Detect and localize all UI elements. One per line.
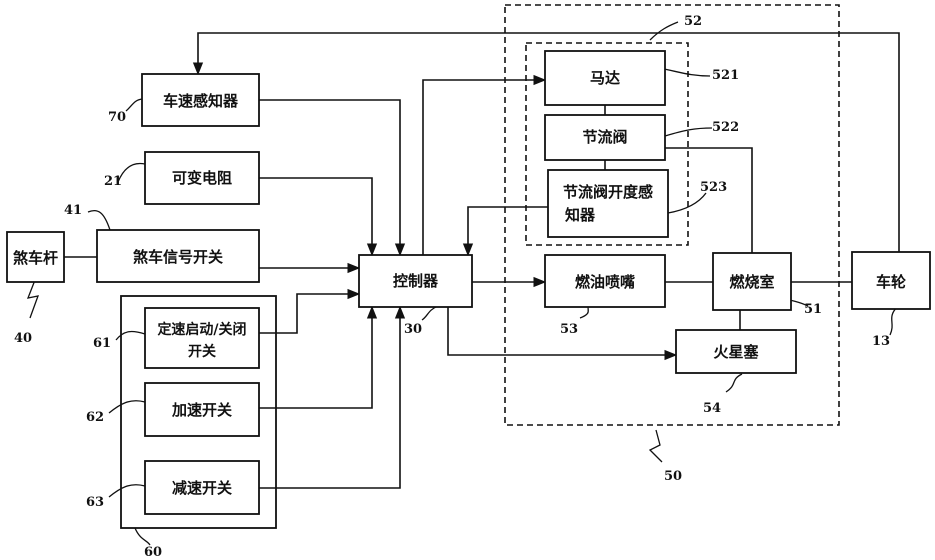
brake-signal-switch-label: 煞车信号开关	[133, 248, 223, 266]
wheel-block: 车轮	[851, 251, 931, 310]
accel-switch-label: 加速开关	[171, 401, 232, 419]
throttle-sensor-block: 节流阀开度感 知器	[547, 169, 669, 238]
fuel-injector-label: 燃油喷嘴	[575, 273, 635, 291]
motor-label: 马达	[590, 69, 620, 87]
wheel-label: 车轮	[876, 273, 906, 291]
ref-wheel: 13	[872, 334, 890, 349]
ref-speed-sensor: 70	[108, 110, 126, 125]
cruise-switch-label-line2: 开关	[188, 343, 216, 360]
ref-fuel-injector: 53	[560, 322, 578, 337]
switch-group-outline	[120, 295, 277, 529]
ref-brake-lever: 40	[14, 331, 32, 346]
combustion-chamber-label: 燃烧室	[729, 273, 774, 291]
cruise-switch-label-line1: 定速启动/关闭	[157, 321, 246, 338]
accel-switch-block: 加速开关	[144, 382, 260, 437]
fuel-injector-block: 燃油喷嘴	[544, 254, 666, 308]
ref-controller: 30	[404, 322, 422, 337]
ref-throttle-valve: 522	[712, 120, 739, 135]
speed-sensor-label: 车速感知器	[163, 92, 239, 110]
decel-switch-block: 减速开关	[144, 460, 260, 515]
ref-accel-switch: 62	[86, 410, 104, 425]
throttle-sensor-label-line1: 节流阀开度感	[563, 183, 653, 201]
controller-label: 控制器	[393, 272, 439, 290]
ref-throttle-sensor: 523	[700, 180, 727, 195]
ref-spark-plug: 54	[703, 401, 721, 416]
variable-resistor-block: 可变电阻	[144, 151, 260, 205]
brake-lever-label: 煞车杆	[13, 249, 58, 267]
throttle-group-outline	[525, 42, 689, 246]
brake-lever-block: 煞车杆	[6, 231, 65, 283]
spark-plug-label: 火星塞	[713, 343, 759, 361]
ref-cruise-switch: 61	[93, 336, 111, 351]
brake-signal-switch-block: 煞车信号开关	[96, 229, 260, 283]
throttle-valve-block: 节流阀	[544, 114, 666, 161]
ref-brake-signal-switch: 41	[64, 203, 82, 218]
combustion-chamber-block: 燃烧室	[712, 252, 792, 311]
cruise-switch-block: 定速启动/关闭 开关	[144, 307, 260, 369]
engine-group-outline	[504, 4, 840, 426]
ref-combustion-chamber: 51	[804, 302, 822, 317]
ref-decel-switch: 63	[86, 495, 104, 510]
spark-plug-block: 火星塞	[675, 329, 797, 374]
reference-numerals: 70 21 41 40 61 62 63 60 30 521 522 523 5…	[14, 14, 890, 560]
ref-engine-group: 50	[664, 469, 682, 484]
controller-block: 控制器	[358, 254, 473, 308]
decel-switch-label: 减速开关	[172, 479, 232, 497]
motor-block: 马达	[544, 50, 666, 106]
variable-resistor-label: 可变电阻	[172, 169, 232, 187]
ref-variable-resistor: 21	[104, 174, 122, 189]
ref-motor: 521	[712, 68, 739, 83]
throttle-valve-label: 节流阀	[582, 128, 627, 146]
speed-sensor-block: 车速感知器	[141, 73, 260, 127]
ref-switch-group: 60	[144, 545, 162, 560]
ref-throttle-group: 52	[684, 14, 702, 29]
connections	[64, 32, 900, 489]
throttle-sensor-label-line2: 知器	[565, 206, 596, 224]
